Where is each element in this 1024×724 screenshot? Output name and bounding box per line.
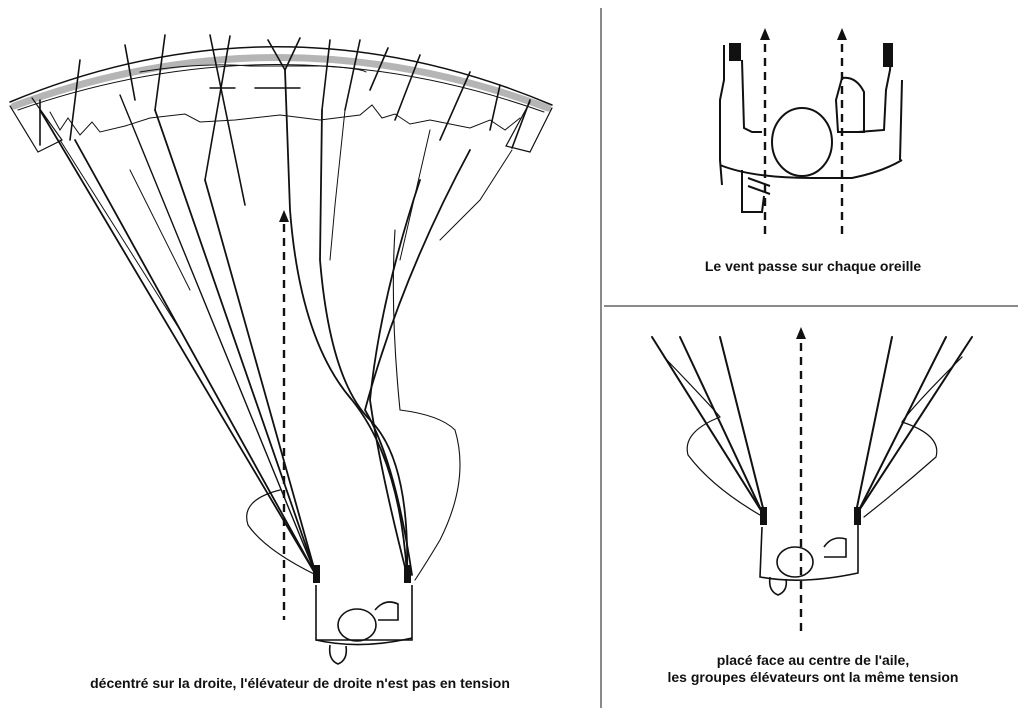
caption-centered: placé face au centre de l'aile, les grou… bbox=[602, 652, 1024, 686]
riser-right bbox=[404, 565, 411, 583]
caption-offcenter: décentré sur la droite, l'élévateur de d… bbox=[90, 675, 510, 691]
wind-arrow-icon bbox=[796, 327, 806, 632]
wing-tip-right bbox=[505, 101, 553, 153]
panel-ears: Le vent passe sur chaque oreille bbox=[602, 0, 1024, 305]
panel-offcenter: décentré sur la droite, l'élévateur de d… bbox=[9, 34, 553, 691]
canopy-leading-edge bbox=[10, 54, 552, 112]
wind-arrow-icon bbox=[760, 28, 770, 240]
wing-tip-left bbox=[9, 97, 63, 153]
riser-right bbox=[854, 507, 861, 525]
riser-left bbox=[313, 565, 320, 583]
pilot-icon bbox=[759, 525, 859, 596]
trailing-edge bbox=[49, 104, 521, 136]
panel-divider-vertical bbox=[600, 8, 602, 708]
paraglider-wing-icon bbox=[651, 327, 973, 632]
canopy-top-edge bbox=[9, 46, 553, 106]
riser-left bbox=[760, 507, 767, 525]
panel-divider-horizontal bbox=[604, 305, 1018, 307]
pilot-icon bbox=[719, 28, 903, 240]
pilot-head bbox=[771, 107, 833, 177]
caption-ears: Le vent passe sur chaque oreille bbox=[704, 258, 922, 274]
wind-arrow-icon bbox=[837, 28, 847, 240]
wind-arrow-icon bbox=[279, 210, 289, 620]
caption-centered-line-2: les groupes élévateurs ont la même tensi… bbox=[667, 669, 959, 685]
paraglider-wing-icon bbox=[9, 34, 553, 665]
caption-centered-line-1: placé face au centre de l'aile, bbox=[716, 652, 910, 668]
panel-centered: placé face au centre de l'aile, les grou… bbox=[602, 307, 1024, 724]
pilot-icon bbox=[315, 585, 413, 665]
